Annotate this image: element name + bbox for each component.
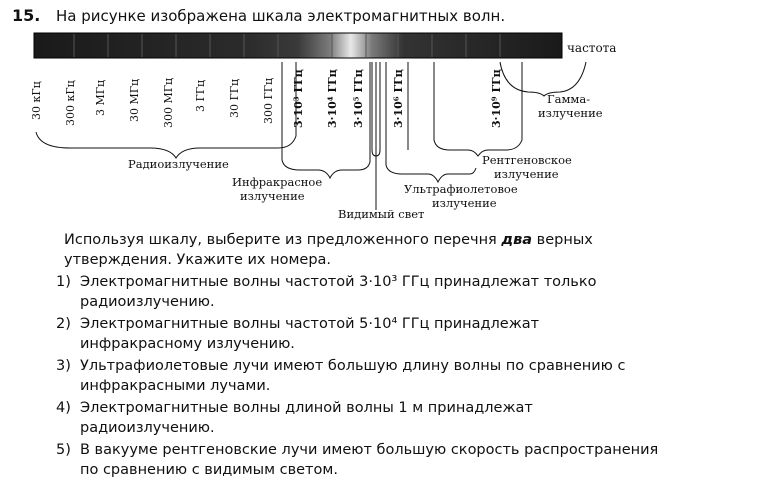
tick-3ghz: 3 ГГц (194, 80, 207, 112)
tick-3e9ghz: 3·10⁹ ГГц (490, 69, 503, 128)
label-xray-1: Рентгеновское (482, 153, 572, 167)
band-segments (73, 34, 501, 57)
tick-3e4ghz: 3·10⁴ ГГц (326, 69, 339, 128)
label-gamma-2: излучение (538, 106, 603, 120)
tick-300ghz: 300 ГГц (262, 78, 275, 124)
question-number: 15. (12, 6, 41, 25)
option-text: Электромагнитные волны длиной волны 1 м … (80, 400, 533, 436)
label-xray-2: излучение (494, 167, 559, 181)
question-title: На рисунке изображена шкала электромагни… (56, 7, 506, 25)
tick-3e5ghz: 3·10⁵ ГГц (352, 69, 365, 128)
tick-30mhz: 30 МГц (128, 79, 141, 122)
instructions-before: Используя шкалу, выберите из предложенно… (64, 232, 502, 248)
tick-3mhz: 3 МГц (94, 80, 107, 116)
instructions-emphasis: два (501, 232, 533, 248)
option-number: 2) (56, 316, 71, 332)
tick-30ghz: 30 ГГц (228, 79, 241, 118)
label-uv-2: излучение (432, 196, 497, 210)
tick-3e6ghz: 3·10⁶ ГГц (392, 69, 405, 128)
instructions-after: верных утверждения. Укажите их номера. (64, 232, 593, 268)
option-number: 1) (56, 274, 71, 290)
tick-300mhz: 300 МГц (162, 78, 175, 128)
label-gamma-1: Гамма- (547, 92, 590, 106)
tick-300khz: 300 кГц (64, 80, 77, 126)
label-uv-1: Ультрафиолетовое (404, 182, 518, 196)
em-scale-diagram: частота 30 кГц 300 кГц 3 МГц 30 МГц 300 … (30, 32, 616, 221)
option-number: 5) (56, 442, 71, 458)
label-infrared-1: Инфракрасное (232, 175, 322, 189)
range-brackets (35, 61, 587, 210)
option-text: Электромагнитные волны частотой 5·10⁴ ГГ… (80, 316, 540, 352)
option-number: 3) (56, 358, 71, 374)
axis-label-frequency: частота (567, 41, 616, 55)
tick-30khz: 30 кГц (30, 81, 43, 120)
label-radio: Радиоизлучение (128, 157, 229, 171)
option-number: 4) (56, 400, 71, 416)
label-visible: Видимый свет (338, 207, 424, 221)
tick-3e3ghz: 3·10³ ГГц (292, 69, 305, 128)
label-infrared-2: излучение (240, 189, 305, 203)
option-text: В вакууме рентгеновские лучи имеют больш… (80, 442, 659, 478)
option-text: Ультрафиолетовые лучи имеют большую длин… (80, 358, 626, 394)
instructions: Используя шкалу, выберите из предложенно… (64, 230, 654, 270)
spectrum-band (33, 32, 563, 59)
option-text: Электромагнитные волны частотой 3·10³ ГГ… (80, 274, 597, 310)
